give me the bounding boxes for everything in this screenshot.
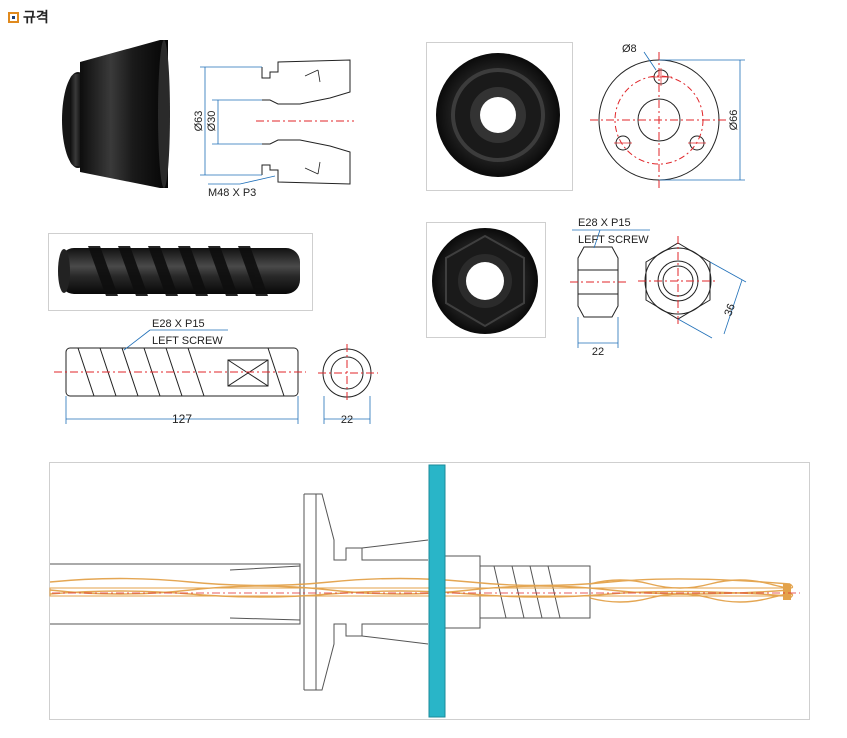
coupler-dia: 22 xyxy=(341,414,353,426)
cone-photo xyxy=(62,40,170,188)
section-header: 규격 xyxy=(8,7,49,27)
bearing-plate xyxy=(428,464,446,718)
cone-drawing xyxy=(261,59,351,185)
nut-across: 36 xyxy=(722,302,737,318)
cone-dia-outer: Ø63 xyxy=(193,111,205,132)
plate-drawing xyxy=(590,52,728,188)
plate-photo xyxy=(436,53,560,177)
plate-hole: Ø8 xyxy=(622,43,637,55)
coupler-photo xyxy=(58,246,300,296)
section-title: 규격 xyxy=(23,10,49,26)
plate-dia: Ø66 xyxy=(728,110,740,131)
nut-width: 22 xyxy=(592,346,604,358)
assembly-drawing xyxy=(49,464,800,718)
nut-thread-line1: E28 X P15 xyxy=(578,217,631,229)
square-bullet-icon xyxy=(8,11,19,23)
coupler-length: 127 xyxy=(172,412,192,426)
coupler-thread-line2: LEFT SCREW xyxy=(152,335,223,347)
cone-thread: M48 X P3 xyxy=(208,187,256,199)
coupler-thread-line1: E28 X P15 xyxy=(152,318,205,330)
cone-dia-inner: Ø30 xyxy=(206,111,218,132)
nut-thread-line2: LEFT SCREW xyxy=(578,234,649,246)
nut-side-drawing xyxy=(577,246,619,318)
nut-photo xyxy=(432,228,538,334)
